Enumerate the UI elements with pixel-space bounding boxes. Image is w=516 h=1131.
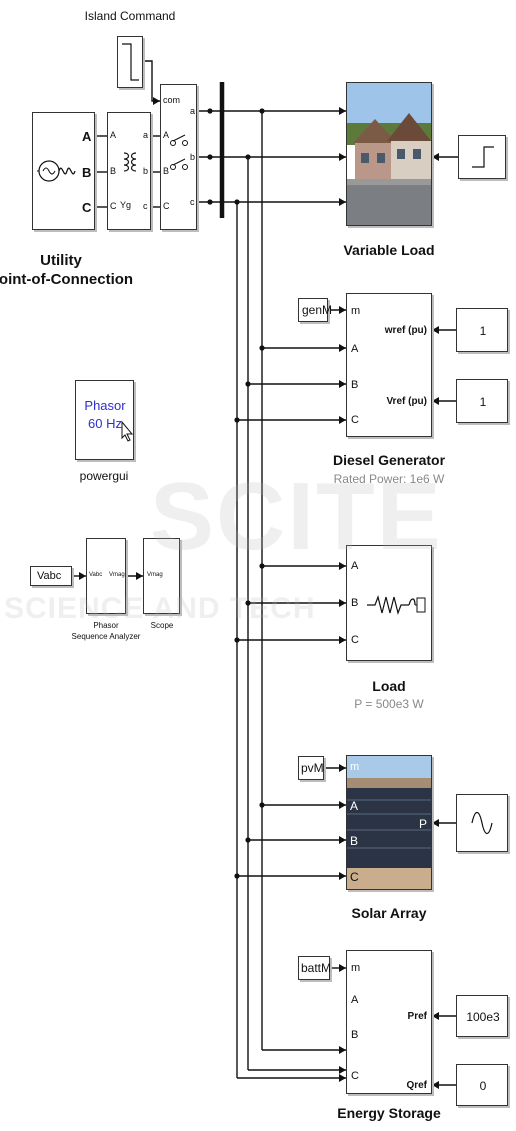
load-port-A: A bbox=[351, 561, 358, 572]
powergui-block[interactable]: Phasor 60 Hz bbox=[75, 380, 134, 460]
utility-port-b: B bbox=[82, 166, 91, 179]
diesel-port-wref: wref (pu) bbox=[385, 326, 427, 336]
vref-constant-value: 1 bbox=[480, 396, 487, 408]
analyzer-label-line2: Sequence Analyzer bbox=[72, 633, 141, 641]
utility-source-block[interactable]: A B C bbox=[32, 112, 95, 230]
load-port-C: C bbox=[351, 635, 359, 646]
transformer-winding-label: Yg bbox=[120, 201, 131, 210]
utility-title-line1: Utility bbox=[40, 253, 82, 268]
breaker-port-com: com bbox=[163, 96, 180, 105]
utility-title-line2: Point-of-Connection bbox=[0, 272, 133, 287]
cursor-pointer-icon bbox=[116, 419, 136, 445]
transformer-port-B: B bbox=[110, 167, 116, 176]
variable-load-block[interactable] bbox=[346, 82, 432, 226]
storage-port-B: B bbox=[351, 1030, 358, 1041]
variable-load-title: Variable Load bbox=[343, 243, 434, 257]
solar-array-block[interactable]: m A B C P bbox=[346, 755, 432, 890]
scope-port-in: Vmag bbox=[147, 572, 163, 578]
load-port-B: B bbox=[351, 598, 358, 609]
sine-wave-icon bbox=[456, 794, 508, 852]
irradiance-sine-block[interactable] bbox=[456, 794, 508, 852]
diesel-generator-block[interactable]: m A B C wref (pu) Vref (pu) bbox=[346, 293, 432, 437]
phasor-sequence-analyzer-block[interactable]: Vabc Vmag bbox=[86, 538, 126, 614]
analyzer-port-out: Vmag bbox=[109, 572, 125, 578]
diesel-tag-block[interactable]: genM bbox=[298, 298, 328, 322]
utility-port-a: A bbox=[82, 130, 91, 143]
solar-title: Solar Array bbox=[352, 906, 427, 920]
wref-constant-block[interactable]: 1 bbox=[456, 308, 508, 352]
storage-port-A: A bbox=[351, 995, 358, 1006]
storage-tag-block[interactable]: battM bbox=[298, 956, 330, 980]
utility-port-c: C bbox=[82, 201, 91, 214]
transformer-port-C: C bbox=[110, 202, 117, 211]
qref-constant-block[interactable]: 0 bbox=[456, 1064, 508, 1106]
storage-port-m: m bbox=[351, 963, 360, 974]
transformer-port-b: b bbox=[143, 167, 148, 176]
vabc-tag-block[interactable]: Vabc bbox=[30, 566, 72, 586]
solar-port-m: m bbox=[350, 762, 359, 773]
powergui-label: powergui bbox=[80, 470, 129, 482]
transformer-port-a: a bbox=[143, 131, 148, 140]
solar-port-B: B bbox=[350, 835, 358, 847]
diesel-tag-label: genM bbox=[302, 304, 332, 316]
powergui-mode: Phasor bbox=[84, 399, 125, 412]
solar-port-C: C bbox=[350, 871, 359, 883]
load-block[interactable]: A B C bbox=[346, 545, 432, 661]
houses-image bbox=[347, 83, 431, 225]
scope-block[interactable]: Vmag bbox=[143, 538, 180, 614]
analyzer-label-line1: Phasor bbox=[93, 622, 118, 630]
storage-tag-label: battM bbox=[301, 962, 331, 974]
qref-constant-value: 0 bbox=[480, 1080, 487, 1092]
diesel-subtitle: Rated Power: 1e6 W bbox=[334, 473, 445, 485]
diesel-port-vref: Vref (pu) bbox=[386, 397, 427, 407]
breaker-port-a: a bbox=[190, 107, 195, 116]
variable-load-step-block[interactable] bbox=[458, 135, 506, 179]
breaker-switch-icon bbox=[163, 121, 193, 211]
island-command-step-block[interactable] bbox=[117, 36, 143, 88]
pref-constant-value: 100e3 bbox=[466, 1011, 499, 1023]
vref-constant-block[interactable]: 1 bbox=[456, 379, 508, 423]
step-icon bbox=[117, 36, 143, 88]
transformer-port-c: c bbox=[143, 202, 148, 211]
ac-source-icon bbox=[35, 141, 85, 201]
analyzer-port-in: Vabc bbox=[89, 572, 102, 578]
pref-constant-block[interactable]: 100e3 bbox=[456, 995, 508, 1037]
solar-port-A: A bbox=[350, 800, 358, 812]
storage-title: Energy Storage bbox=[337, 1106, 440, 1120]
energy-storage-block[interactable]: m A B C Pref Qref bbox=[346, 950, 432, 1094]
wref-constant-value: 1 bbox=[480, 325, 487, 337]
breaker-block[interactable]: com A B C a b c bbox=[160, 84, 197, 230]
storage-port-C: C bbox=[351, 1071, 359, 1082]
island-command-label: Island Command bbox=[85, 10, 176, 22]
storage-port-pref: Pref bbox=[408, 1012, 427, 1022]
solar-port-P: P bbox=[419, 818, 427, 830]
step-icon bbox=[458, 135, 506, 179]
transformer-port-A: A bbox=[110, 131, 116, 140]
solar-tag-label: pvM bbox=[301, 762, 324, 774]
load-subtitle: P = 500e3 W bbox=[354, 698, 424, 710]
transformer-block[interactable]: A B C a b c Yg bbox=[107, 112, 151, 230]
diesel-port-C: C bbox=[351, 415, 359, 426]
scope-label: Scope bbox=[151, 622, 174, 630]
resistor-inductor-icon bbox=[365, 590, 431, 620]
load-title: Load bbox=[372, 679, 405, 693]
storage-port-qref: Qref bbox=[406, 1081, 427, 1091]
diesel-port-m: m bbox=[351, 306, 360, 317]
diesel-port-A: A bbox=[351, 344, 358, 355]
vabc-tag-label: Vabc bbox=[37, 571, 61, 582]
transformer-coil-icon bbox=[120, 149, 140, 189]
solar-tag-block[interactable]: pvM bbox=[298, 756, 324, 780]
diesel-port-B: B bbox=[351, 380, 358, 391]
diesel-title: Diesel Generator bbox=[333, 453, 445, 467]
